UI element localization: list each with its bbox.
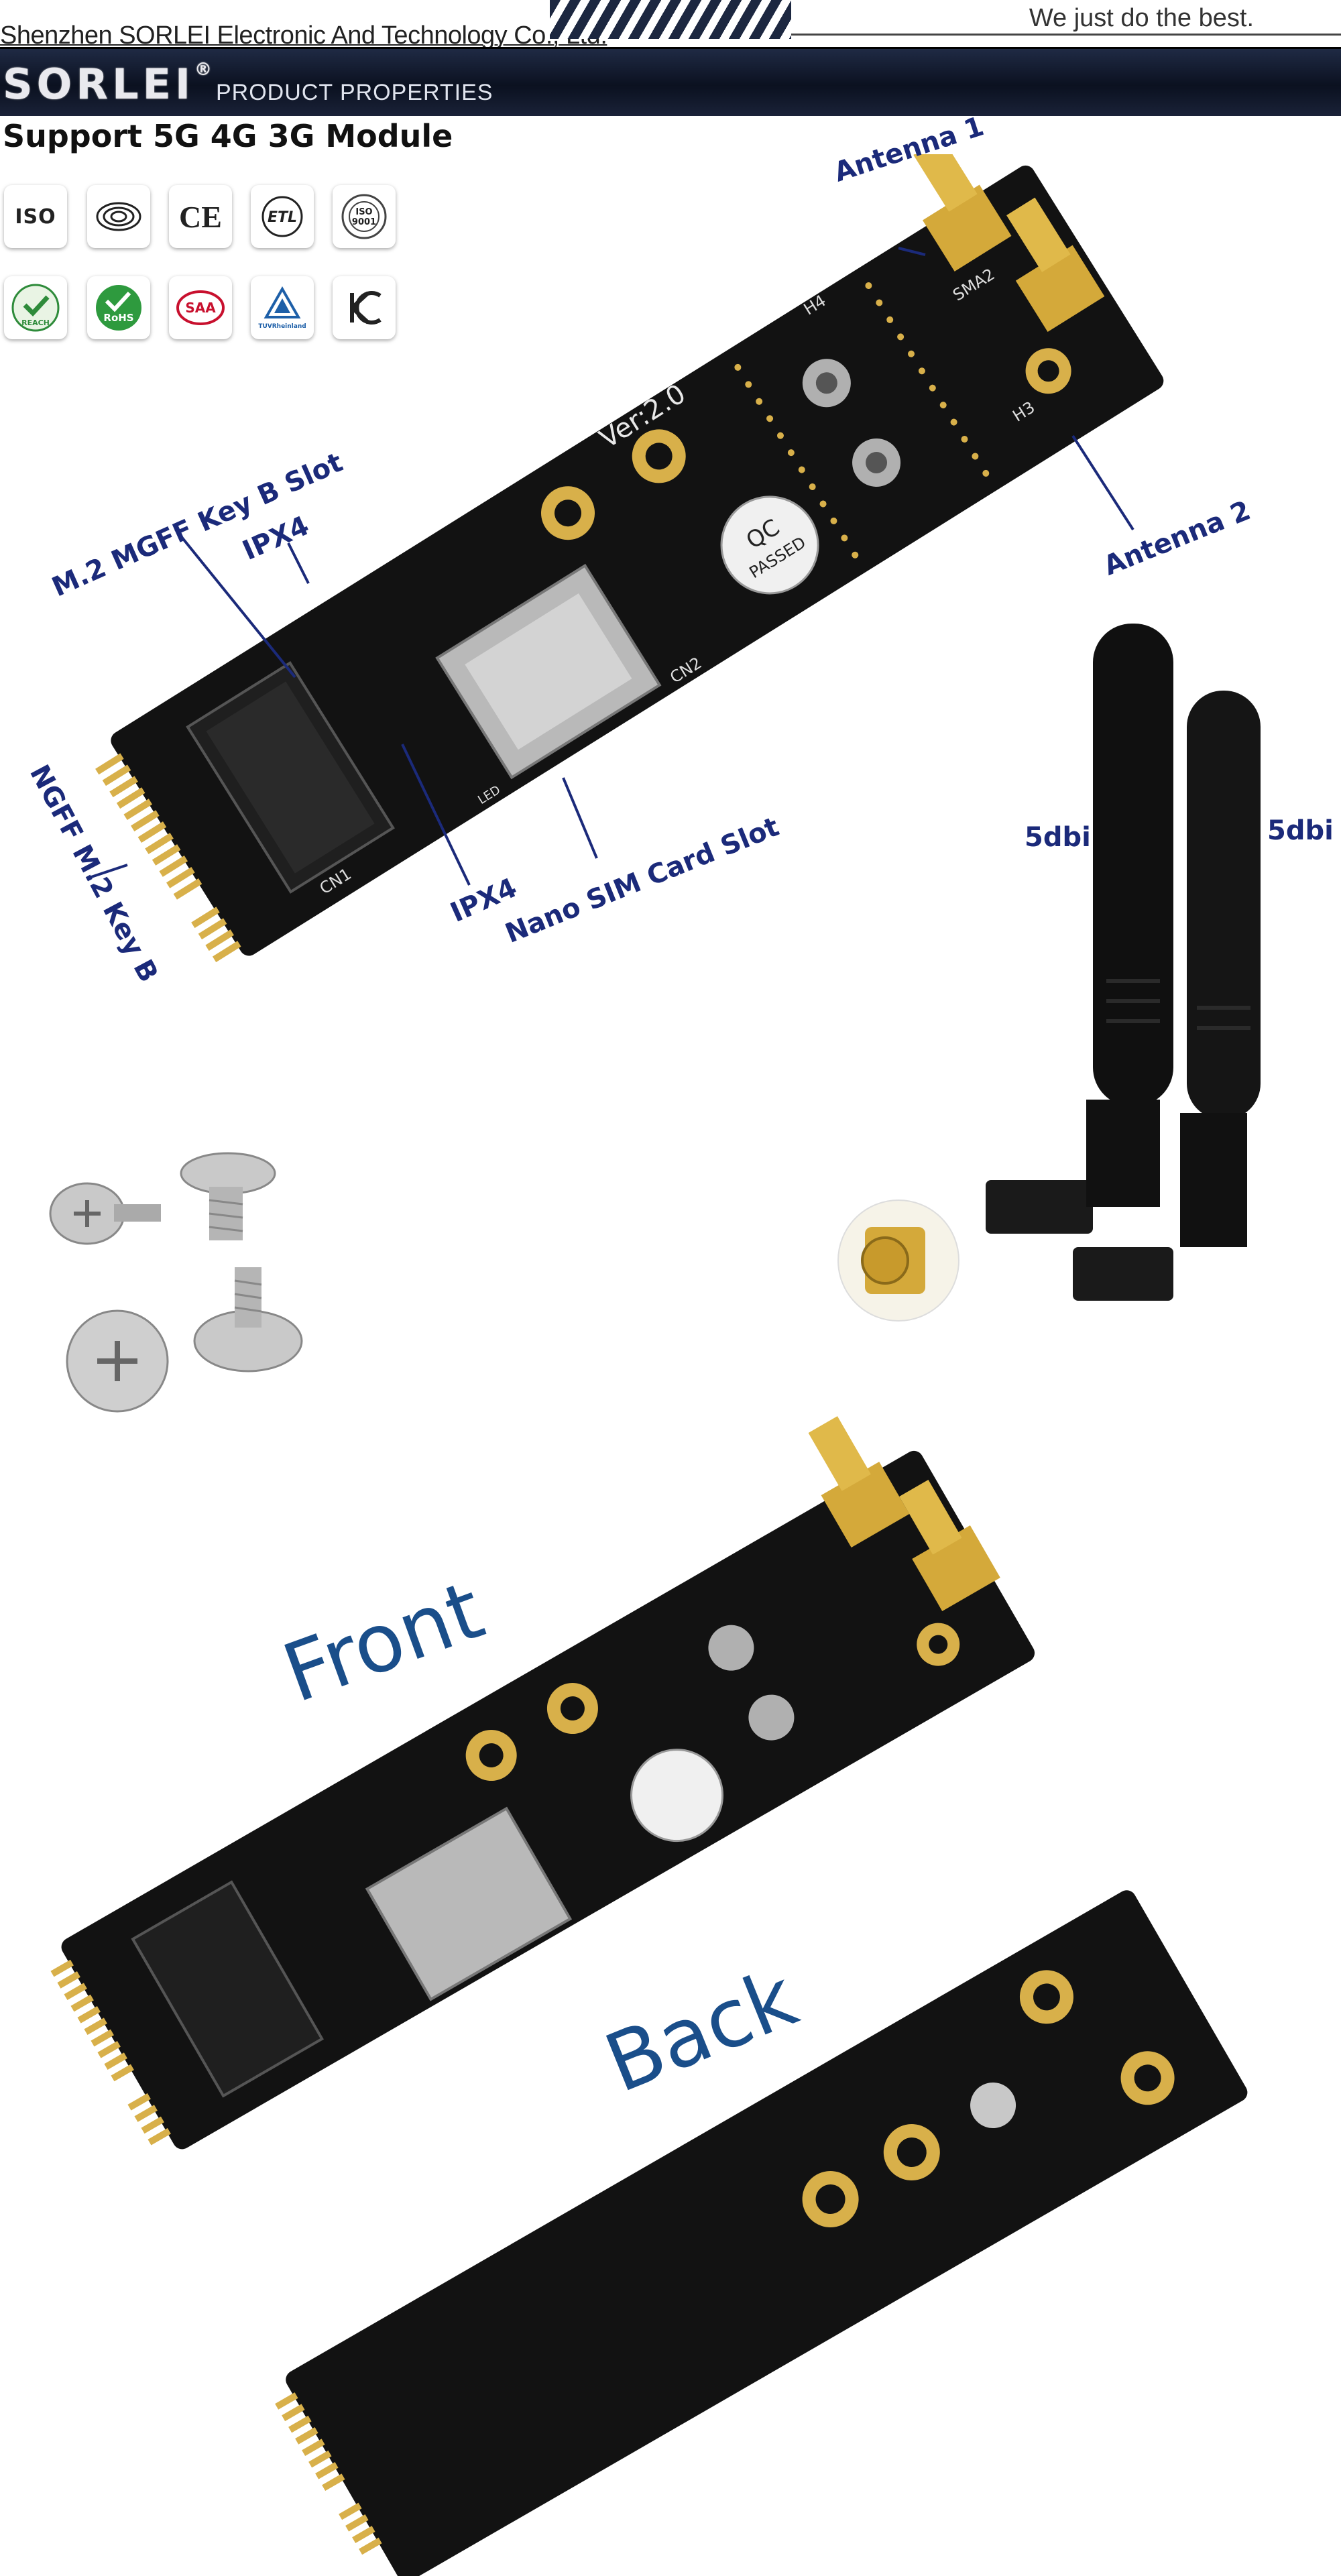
- saa-badge: SAA: [169, 276, 232, 339]
- support-heading: Support 5G 4G 3G Module: [3, 118, 453, 154]
- svg-text:SAA: SAA: [185, 300, 216, 316]
- svg-text:ETL: ETL: [268, 209, 297, 226]
- company-name: Shenzhen SORLEI Electronic And Technolog…: [0, 21, 607, 50]
- tuv-badge: TUVRheinland: [251, 276, 314, 339]
- slogan: We just do the best.: [1029, 4, 1254, 32]
- header-stripes: [550, 0, 791, 39]
- front-back-illustration: [50, 1416, 1248, 2576]
- brand-banner: SORLEI® PRODUCT PROPERTIES: [0, 47, 1341, 116]
- slogan-underline: [791, 34, 1341, 36]
- iso-badge: ISO: [4, 185, 67, 248]
- rohs-badge: RoHS: [87, 276, 150, 339]
- product-properties-title: PRODUCT PROPERTIES: [216, 80, 493, 105]
- svg-text:REACH: REACH: [21, 318, 50, 327]
- svg-text:9001: 9001: [352, 217, 376, 227]
- label-gain-right: 5dbi: [1267, 815, 1334, 846]
- top-board-illustration: QC PASSED Ver:2.0 CN1 CN2 H3 H4 SMA2 LED: [86, 154, 1164, 963]
- reach-badge: REACH: [4, 276, 67, 339]
- top-header: Shenzhen SORLEI Electronic And Technolog…: [0, 0, 1341, 50]
- ccc-badge: [87, 185, 150, 248]
- brand-logo: SORLEI®: [3, 60, 217, 109]
- svg-text:ISO: ISO: [355, 207, 372, 217]
- kc-badge: [333, 276, 396, 339]
- etl-badge: ETL: [251, 185, 314, 248]
- ce-badge: CE: [169, 185, 232, 248]
- svg-text:TUVRheinland: TUVRheinland: [258, 323, 306, 330]
- screws-illustration: [49, 1152, 303, 1413]
- label-gain-left: 5dbi: [1025, 822, 1091, 853]
- svg-text:RoHS: RoHS: [103, 312, 133, 324]
- antennas-illustration: [837, 624, 1261, 1322]
